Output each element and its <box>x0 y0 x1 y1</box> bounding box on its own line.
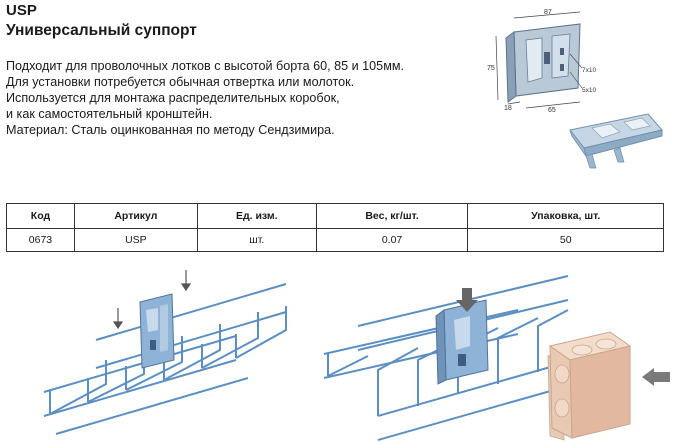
cell-package: 50 <box>467 228 664 252</box>
junction-box-illustration <box>548 331 670 439</box>
header-article: Артикул <box>73 203 198 229</box>
tray-installation-illustration-2 <box>323 275 578 441</box>
product-code-title: USP <box>6 2 37 19</box>
header-weight: Вес, кг/шт. <box>315 203 469 229</box>
dim-width-label: 87 <box>544 9 552 16</box>
down-arrow-icon <box>112 270 192 330</box>
dim-offset-label: 18 <box>504 105 512 112</box>
description-line: Материал: Сталь оцинкованная по методу С… <box>6 123 335 137</box>
down-arrow-icon <box>456 288 478 312</box>
dim-slot2-label: 5x10 <box>582 87 596 94</box>
description-line: Подходит для проволочных лотков с высото… <box>6 59 405 73</box>
cell-article: USP <box>73 228 198 252</box>
tray-installation-illustration-1 <box>43 270 287 435</box>
support-bracket-mounted <box>435 299 489 385</box>
table-header-row: Код Артикул Ед. изм. Вес, кг/шт. Упаковк… <box>6 203 664 229</box>
cell-code: 0673 <box>6 228 75 252</box>
bracket-drawing: 87 75 7x10 5x10 65 18 <box>487 9 596 114</box>
dim-height-label: 75 <box>487 65 495 72</box>
description-line: и как самостоятельный кронштейн. <box>6 107 213 121</box>
description-line: Для установки потребуется обычная отверт… <box>6 75 355 89</box>
bracket-photo <box>569 113 663 169</box>
product-name: Универсальный суппорт <box>6 22 197 39</box>
product-description: Подходит для проволочных лотков с высото… <box>6 58 476 138</box>
description-line: Используется для монтажа распределительн… <box>6 91 340 105</box>
wire-tray <box>43 283 287 435</box>
support-bracket-mounted <box>139 293 175 369</box>
dim-bottom-label: 65 <box>548 107 556 114</box>
header-package: Упаковка, шт. <box>467 203 664 229</box>
support-technical-drawing: 87 75 7x10 5x10 65 18 <box>487 9 663 169</box>
table-row: 0673 USP шт. 0.07 50 <box>6 228 664 252</box>
header-unit: Ед. изм. <box>196 203 317 229</box>
header-code: Код <box>6 203 75 229</box>
cell-unit: шт. <box>196 228 317 252</box>
specification-table: Код Артикул Ед. изм. Вес, кг/шт. Упаковк… <box>6 203 664 252</box>
dim-slot1-label: 7x10 <box>582 67 596 74</box>
left-arrow-icon <box>642 368 670 386</box>
cell-weight: 0.07 <box>315 228 469 252</box>
